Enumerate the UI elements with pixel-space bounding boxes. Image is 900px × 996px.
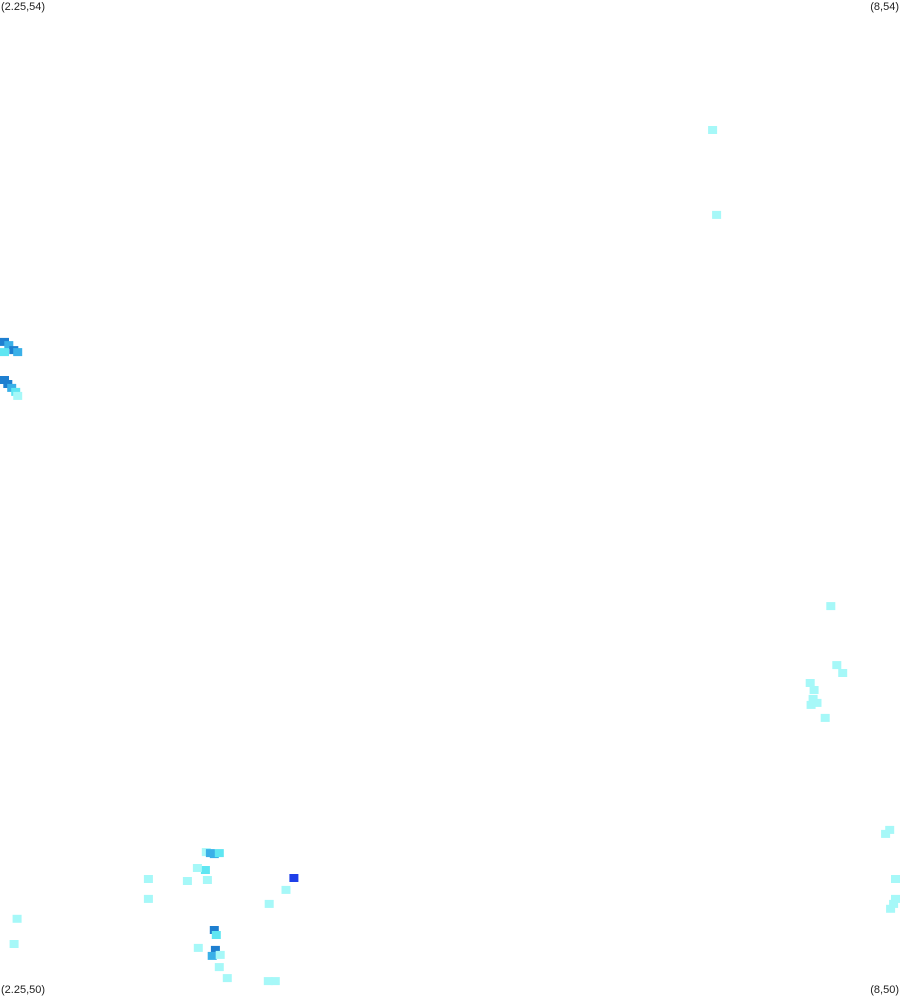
- precip-cell-light: [885, 825, 895, 834]
- precip-cell-light: [13, 391, 23, 400]
- precip-cell-cyan: [200, 866, 210, 874]
- precip-cell-light: [270, 977, 280, 986]
- precip-cell-mid: [4, 341, 14, 350]
- precip-cell-light: [809, 686, 819, 694]
- precip-cell-cyan: [0, 348, 9, 357]
- precip-cell-light: [143, 894, 153, 903]
- precip-cell-cyan: [211, 931, 221, 939]
- precip-cell-light: [143, 875, 153, 883]
- precip-cell-light: [264, 899, 274, 908]
- precip-cell-light: [708, 126, 718, 134]
- precip-cell-light: [222, 974, 232, 983]
- precip-cell-light: [712, 210, 722, 219]
- corner-label-top-left: (2.25,54): [1, 1, 46, 13]
- precip-cell-light: [215, 950, 225, 959]
- precip-cell-cyan: [214, 849, 224, 858]
- corner-label-bottom-left: (2.25,50): [1, 984, 46, 996]
- precip-cell-mid: [209, 850, 219, 859]
- precip-cell-light: [826, 602, 836, 611]
- precip-cell-light: [202, 876, 212, 884]
- precip-cell-light: [891, 894, 900, 903]
- precip-cell-mid: [207, 951, 217, 960]
- precip-cell-light: [832, 661, 842, 670]
- precip-cell-light: [806, 700, 816, 709]
- precip-cell-dark: [210, 945, 220, 954]
- precip-cell-light: [263, 977, 273, 986]
- precip-cell-light: [812, 698, 822, 707]
- precip-cell-light: [886, 904, 896, 913]
- precip-cell-mid: [13, 348, 23, 357]
- precip-cell-dark: [209, 926, 219, 934]
- precip-cell-light: [281, 885, 291, 894]
- precip-cell-light: [891, 875, 900, 883]
- corner-label-top-right: (8,54): [870, 1, 899, 13]
- precip-cell-light: [838, 669, 848, 677]
- precip-cell-light: [820, 713, 830, 722]
- precip-cell-light: [12, 914, 22, 923]
- precip-cell-light: [192, 864, 202, 872]
- precip-cell-light: [182, 877, 192, 885]
- precip-cell-light: [9, 940, 19, 948]
- precip-cell-light: [805, 679, 815, 687]
- corner-label-bottom-right: (8,50): [870, 984, 899, 996]
- precip-cell-light: [889, 899, 899, 908]
- precip-cell-light: [193, 943, 203, 952]
- precip-cell-deep: [289, 874, 299, 882]
- precip-cell-light: [214, 963, 224, 972]
